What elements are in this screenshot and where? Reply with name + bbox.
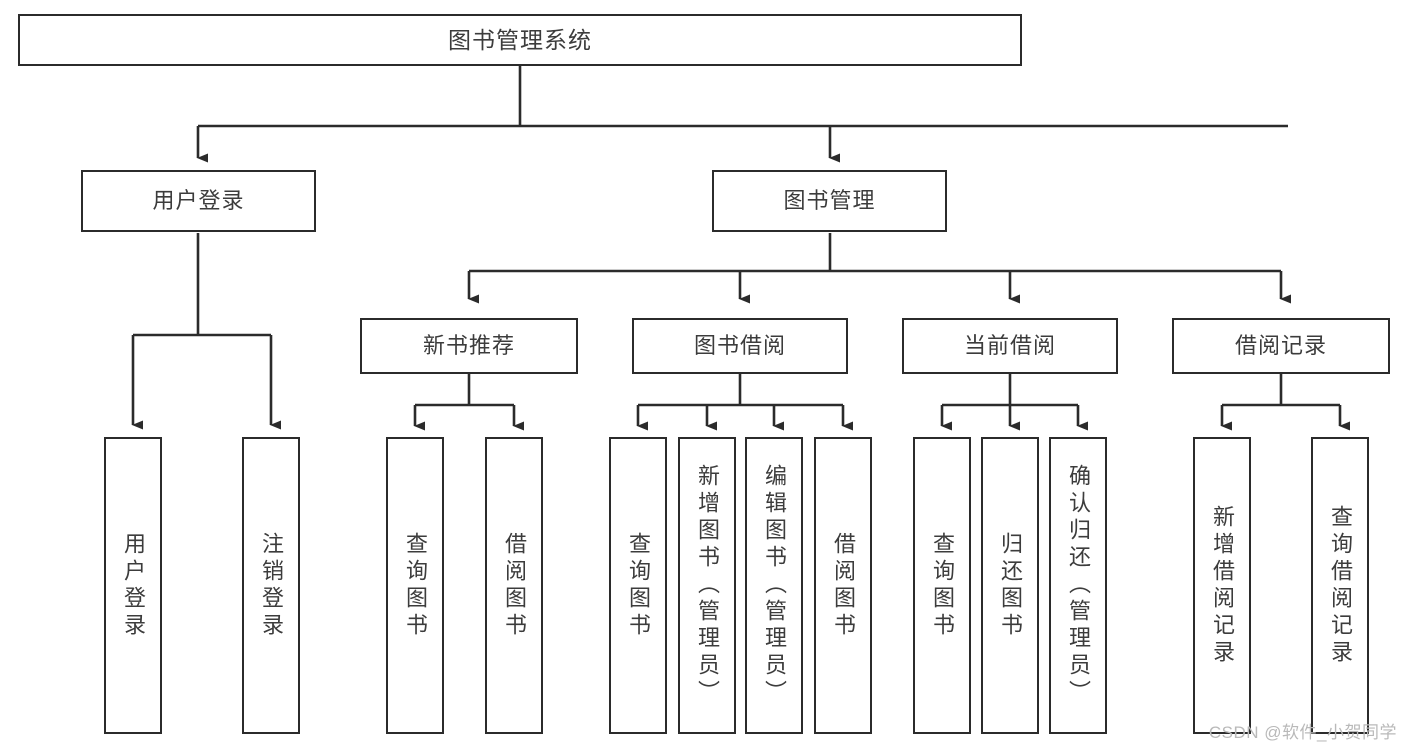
node-label: 新增图书（管理员） bbox=[695, 464, 720, 707]
node-label: 归还图书 bbox=[998, 531, 1023, 640]
node-label: 图书管理系统 bbox=[448, 26, 592, 53]
node-leaf-borrow-book-recommend[interactable]: 借阅图书 bbox=[485, 437, 543, 734]
node-label: 查询图书 bbox=[626, 531, 651, 640]
node-label: 用户登录 bbox=[121, 531, 146, 640]
node-label: 编辑图书（管理员） bbox=[762, 464, 787, 707]
node-label: 新增借阅记录 bbox=[1210, 504, 1235, 667]
node-leaf-user-login[interactable]: 用户登录 bbox=[104, 437, 162, 734]
node-new-book-recommend[interactable]: 新书推荐 bbox=[360, 318, 578, 374]
node-label: 查询借阅记录 bbox=[1328, 504, 1353, 667]
node-label: 新书推荐 bbox=[422, 333, 515, 359]
node-label: 借阅图书 bbox=[831, 531, 856, 640]
node-leaf-add-borrow-record[interactable]: 新增借阅记录 bbox=[1193, 437, 1251, 734]
node-leaf-add-book-admin[interactable]: 新增图书（管理员） bbox=[678, 437, 736, 734]
node-leaf-query-book-borrow[interactable]: 查询图书 bbox=[609, 437, 667, 734]
node-current-borrow[interactable]: 当前借阅 bbox=[902, 318, 1118, 374]
node-label: 查询图书 bbox=[403, 531, 428, 640]
node-leaf-borrow-book-borrow[interactable]: 借阅图书 bbox=[814, 437, 872, 734]
node-book-management[interactable]: 图书管理 bbox=[712, 170, 947, 232]
node-label: 查询图书 bbox=[930, 531, 955, 640]
node-label: 用户登录 bbox=[152, 188, 245, 214]
node-root-book-management-system[interactable]: 图书管理系统 bbox=[18, 14, 1022, 66]
node-leaf-return-book[interactable]: 归还图书 bbox=[981, 437, 1039, 734]
node-label: 注销登录 bbox=[259, 531, 284, 640]
node-leaf-user-logout[interactable]: 注销登录 bbox=[242, 437, 300, 734]
node-label: 借阅记录 bbox=[1234, 333, 1327, 359]
node-leaf-query-borrow-record[interactable]: 查询借阅记录 bbox=[1311, 437, 1369, 734]
node-leaf-edit-book-admin[interactable]: 编辑图书（管理员） bbox=[745, 437, 803, 734]
node-leaf-confirm-return-admin[interactable]: 确认归还（管理员） bbox=[1049, 437, 1107, 734]
node-user-login[interactable]: 用户登录 bbox=[81, 170, 316, 232]
node-leaf-query-book-recommend[interactable]: 查询图书 bbox=[386, 437, 444, 734]
csdn-watermark: CSDN @软件_小贺同学 bbox=[1208, 723, 1397, 742]
node-label: 当前借阅 bbox=[963, 333, 1056, 359]
node-borrow-record[interactable]: 借阅记录 bbox=[1172, 318, 1390, 374]
node-leaf-query-book-current[interactable]: 查询图书 bbox=[913, 437, 971, 734]
node-label: 图书管理 bbox=[783, 188, 876, 214]
node-label: 图书借阅 bbox=[693, 333, 786, 359]
node-label: 借阅图书 bbox=[502, 531, 527, 640]
node-label: 确认归还（管理员） bbox=[1066, 464, 1091, 707]
node-book-borrow[interactable]: 图书借阅 bbox=[632, 318, 848, 374]
